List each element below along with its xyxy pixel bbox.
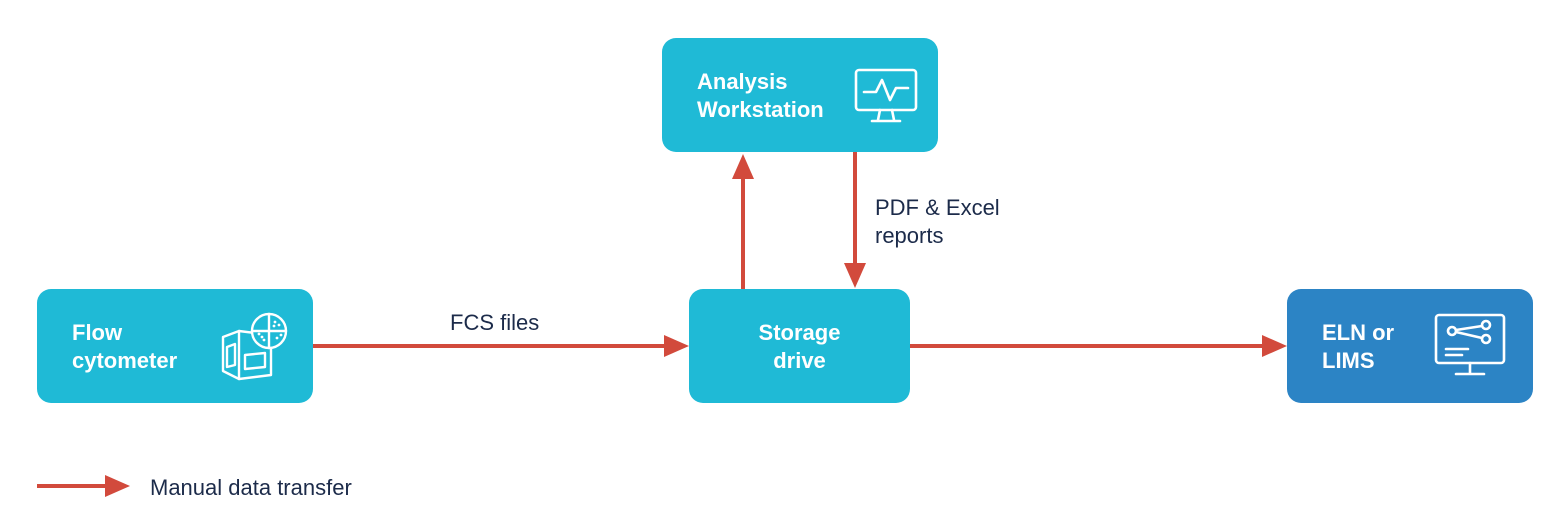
- storage-drive-node: Storage drive: [689, 289, 910, 403]
- arrow-storage-to-eln: [910, 335, 1287, 357]
- legend-label: Manual data transfer: [150, 475, 352, 500]
- flow-cytometer-label-line2: cytometer: [72, 348, 178, 373]
- edge-label-fcs-files: FCS files: [450, 310, 540, 335]
- arrow-storage-to-analysis: [732, 154, 754, 290]
- legend-arrow: [37, 475, 130, 497]
- storage-drive-label-line2: drive: [773, 348, 826, 373]
- eln-lims-label-line1: ELN or: [1322, 320, 1395, 345]
- analysis-workstation-label-line1: Analysis: [697, 69, 788, 94]
- edge-label-reports: PDF & Excel reports: [875, 194, 1000, 250]
- eln-lims-label: ELN or LIMS: [1322, 319, 1394, 375]
- analysis-workstation-label: Analysis Workstation: [697, 68, 824, 124]
- monitor-waveform-icon: [854, 68, 918, 123]
- storage-drive-label: Storage drive: [689, 319, 910, 375]
- edge-label-reports-line1: PDF & Excel: [875, 195, 1000, 220]
- flow-cytometer-node: Flow cytometer: [37, 289, 313, 403]
- arrow-flow-to-storage: [313, 335, 689, 357]
- storage-drive-label-line1: Storage: [758, 320, 841, 345]
- arrow-analysis-to-storage: [844, 152, 866, 288]
- eln-lims-node: ELN or LIMS: [1287, 289, 1533, 403]
- flow-cytometer-icon: [221, 312, 288, 381]
- monitor-share-icon: [1434, 313, 1506, 376]
- analysis-workstation-label-line2: Workstation: [697, 97, 824, 122]
- edge-label-reports-line2: reports: [875, 223, 944, 248]
- flow-cytometer-label-line1: Flow: [72, 320, 123, 345]
- flow-cytometer-label: Flow cytometer: [72, 319, 177, 375]
- analysis-workstation-node: Analysis Workstation: [662, 38, 938, 152]
- eln-lims-label-line2: LIMS: [1322, 348, 1375, 373]
